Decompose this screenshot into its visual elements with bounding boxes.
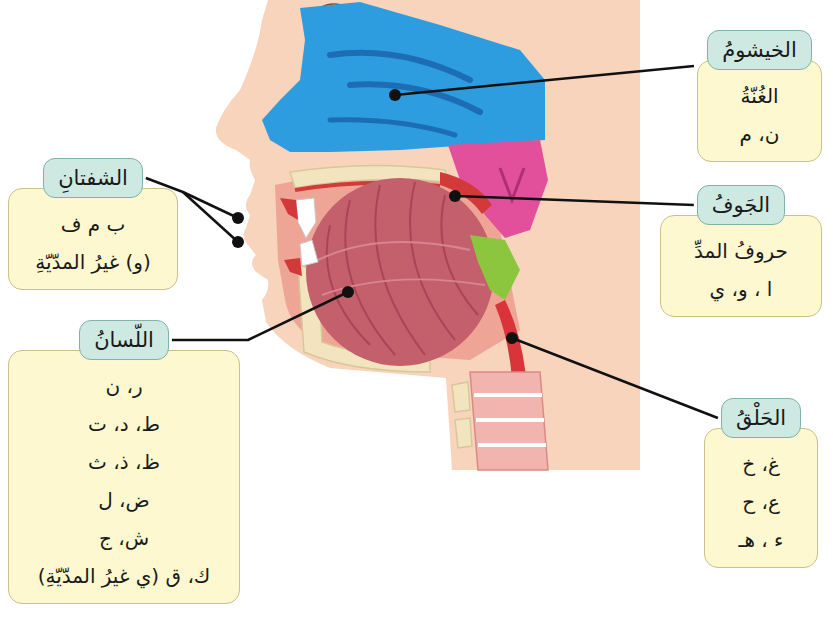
vertebra xyxy=(452,382,472,448)
letters-line: ء ، هـ xyxy=(739,521,784,559)
letters-line: ع، ح xyxy=(742,483,780,521)
nasal-turbinate xyxy=(330,120,455,135)
leader-line xyxy=(183,192,238,242)
trachea xyxy=(470,372,548,470)
leader-line xyxy=(395,66,694,95)
letters-line: (و) غيرُ المدّيّةِ xyxy=(35,243,151,281)
nasopharynx-fold xyxy=(500,168,524,200)
nasal-turbinate xyxy=(330,53,470,80)
skin xyxy=(216,0,640,470)
letters-line: ر، ن xyxy=(105,367,142,405)
letters-line: الغُنّةُ xyxy=(740,77,778,115)
letters-panel: غ، خع، حء ، هـ xyxy=(704,428,818,568)
articulation-box: اللّسانُر، نط، د، تظ، ذ، ثض، لش، جك، ق (… xyxy=(8,320,240,604)
letters-line: ا ، و، ي xyxy=(710,270,773,308)
trachea-rings xyxy=(474,395,546,445)
tongue-texture xyxy=(318,242,485,295)
letters-line: ض، ل xyxy=(98,481,150,519)
letters-panel: ر، نط، د، تظ، ذ، ثض، لش، جك، ق (ي غيرُ ا… xyxy=(8,350,240,604)
region-heading: الشفتانِ xyxy=(43,158,143,198)
letters-line: ب م ف xyxy=(61,205,126,243)
region-heading: الجَوفُ xyxy=(697,185,785,225)
region-heading: الحَلْقُ xyxy=(721,398,801,438)
letters-panel: الغُنّةُن، م xyxy=(697,60,822,162)
letters-line: ط، د، ت xyxy=(88,405,160,443)
region-heading: اللّسانُ xyxy=(79,320,169,360)
leader-line xyxy=(172,292,348,340)
lower-tooth xyxy=(300,240,318,266)
epiglottis xyxy=(470,235,520,300)
region-heading: الخيشومُ xyxy=(707,30,812,70)
letters-line: غ، خ xyxy=(742,445,780,483)
articulation-box: الجَوفُحروفُ المدِّا ، و، ي xyxy=(660,185,822,317)
tongue xyxy=(306,178,494,366)
leader-line xyxy=(512,338,718,418)
letters-line: ش، ج xyxy=(99,519,149,557)
letters-line: ظ، ذ، ث xyxy=(88,443,160,481)
nasal-cavity xyxy=(262,2,545,152)
articulation-box: الخيشومُالغُنّةُن، م xyxy=(697,30,822,162)
letters-panel: ب م ف(و) غيرُ المدّيّةِ xyxy=(8,188,178,290)
articulation-box: الشفتانِب م ف(و) غيرُ المدّيّةِ xyxy=(8,158,178,290)
letters-line: ك، ق (ي غيرُ المدّيّةِ) xyxy=(38,557,211,595)
pharynx-wall xyxy=(495,300,526,378)
articulation-box: الحَلْقُغ، خع، حء ، هـ xyxy=(704,398,818,568)
upper-lip xyxy=(280,198,298,220)
letters-line: ن، م xyxy=(740,115,780,153)
letters-line: حروفُ المدِّ xyxy=(694,232,788,270)
leader-line xyxy=(455,196,694,205)
letters-panel: حروفُ المدِّا ، و، ي xyxy=(660,215,822,317)
upper-tooth xyxy=(296,198,316,238)
lower-lip xyxy=(284,258,302,276)
tongue-texture xyxy=(327,182,478,355)
